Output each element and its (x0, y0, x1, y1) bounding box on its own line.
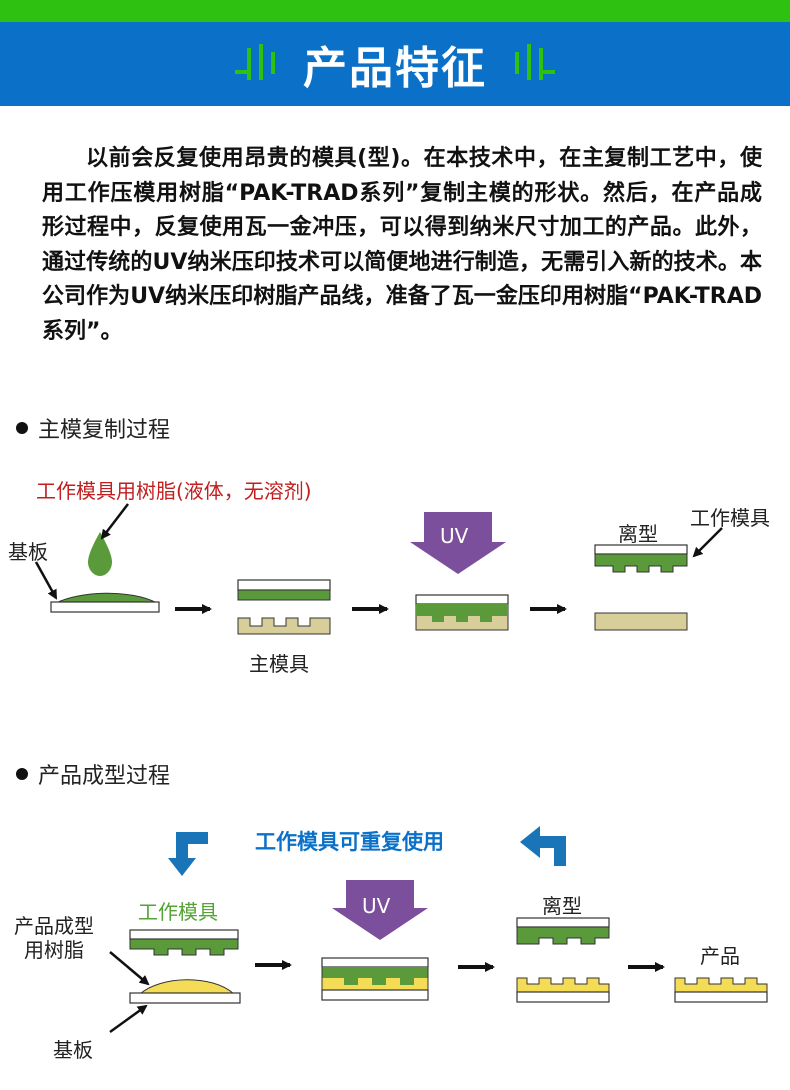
product-resin-puddle (138, 979, 236, 995)
working-mold-label: 工作模具 (138, 900, 218, 924)
working-mold (594, 553, 688, 573)
release-label: 离型 (542, 894, 582, 918)
pressed-resin (416, 604, 508, 622)
master-process-title: 主模复制过程 (16, 412, 170, 444)
page-title-text: 产品特征 (303, 43, 487, 94)
product-label: 产品 (700, 944, 740, 968)
substrate-label: 基板 (53, 1038, 93, 1062)
reuse-arrow-left-icon (168, 832, 208, 876)
resin-droplet-icon (88, 532, 112, 576)
working-mold-label: 工作模具 (690, 506, 770, 530)
cover-plate (415, 594, 509, 605)
pressed-working-mold (322, 967, 428, 985)
substrate-plate (516, 991, 610, 1003)
working-mold (516, 926, 610, 945)
title-bracket-right-icon (515, 44, 555, 80)
product-resin-label: 产品成型 用树脂 (14, 914, 94, 962)
release-label: 离型 (618, 522, 658, 546)
substrate-pointer-arrow (34, 561, 58, 600)
product-resin-label-line1: 产品成型 (14, 914, 94, 938)
header-banner (0, 22, 790, 106)
working-mold (129, 938, 239, 956)
released-master (594, 612, 688, 631)
bullet-dot-icon (16, 768, 28, 780)
product-substrate (674, 991, 768, 1003)
page-title: 产品特征 (0, 22, 790, 106)
product-process-title: 产品成型过程 (16, 758, 170, 790)
resin-pointer-arrow (100, 503, 129, 540)
substrate-plate (50, 601, 160, 613)
product-process-title-text: 产品成型过程 (38, 764, 171, 789)
product-resin-label-line2: 用树脂 (24, 938, 84, 962)
reuse-arrow-right-icon (520, 826, 566, 866)
substrate-plate (129, 992, 241, 1004)
product-pattern (674, 977, 768, 993)
uv-arrow-icon (410, 512, 506, 574)
uv-arrow-icon (332, 880, 428, 940)
title-bracket-left-icon (235, 44, 275, 80)
released-product-resin (516, 977, 610, 993)
intro-paragraph: 以前会反复使用昂贵的模具(型)。在本技术中，在主复制工艺中，使用工作压模用树脂“… (42, 146, 762, 344)
working-mold-pointer-arrow (692, 527, 723, 558)
pressed-product-resin (322, 978, 428, 990)
working-mold-backing (321, 957, 429, 968)
master-mold-label: 主模具 (249, 652, 309, 676)
substrate-plate (321, 989, 429, 1001)
working-mold-backing (516, 917, 610, 928)
cover-plate (237, 579, 331, 591)
uv-label: UV (440, 524, 469, 548)
reuse-label: 工作模具可重复使用 (255, 830, 444, 854)
resin-pointer-arrow (109, 951, 150, 986)
substrate-pointer-arrow (109, 1004, 148, 1034)
bullet-dot-icon (16, 422, 28, 434)
resin-layer (237, 589, 331, 601)
master-mold (237, 617, 331, 635)
substrate-label: 基板 (8, 540, 48, 564)
pressed-stack-outline (321, 957, 429, 1001)
master-process-title-text: 主模复制过程 (38, 418, 171, 443)
resin-label: 工作模具用树脂(液体，无溶剂) (36, 479, 312, 503)
uv-label: UV (362, 894, 391, 918)
working-mold-backing (129, 929, 239, 940)
top-accent-bar (0, 0, 790, 22)
